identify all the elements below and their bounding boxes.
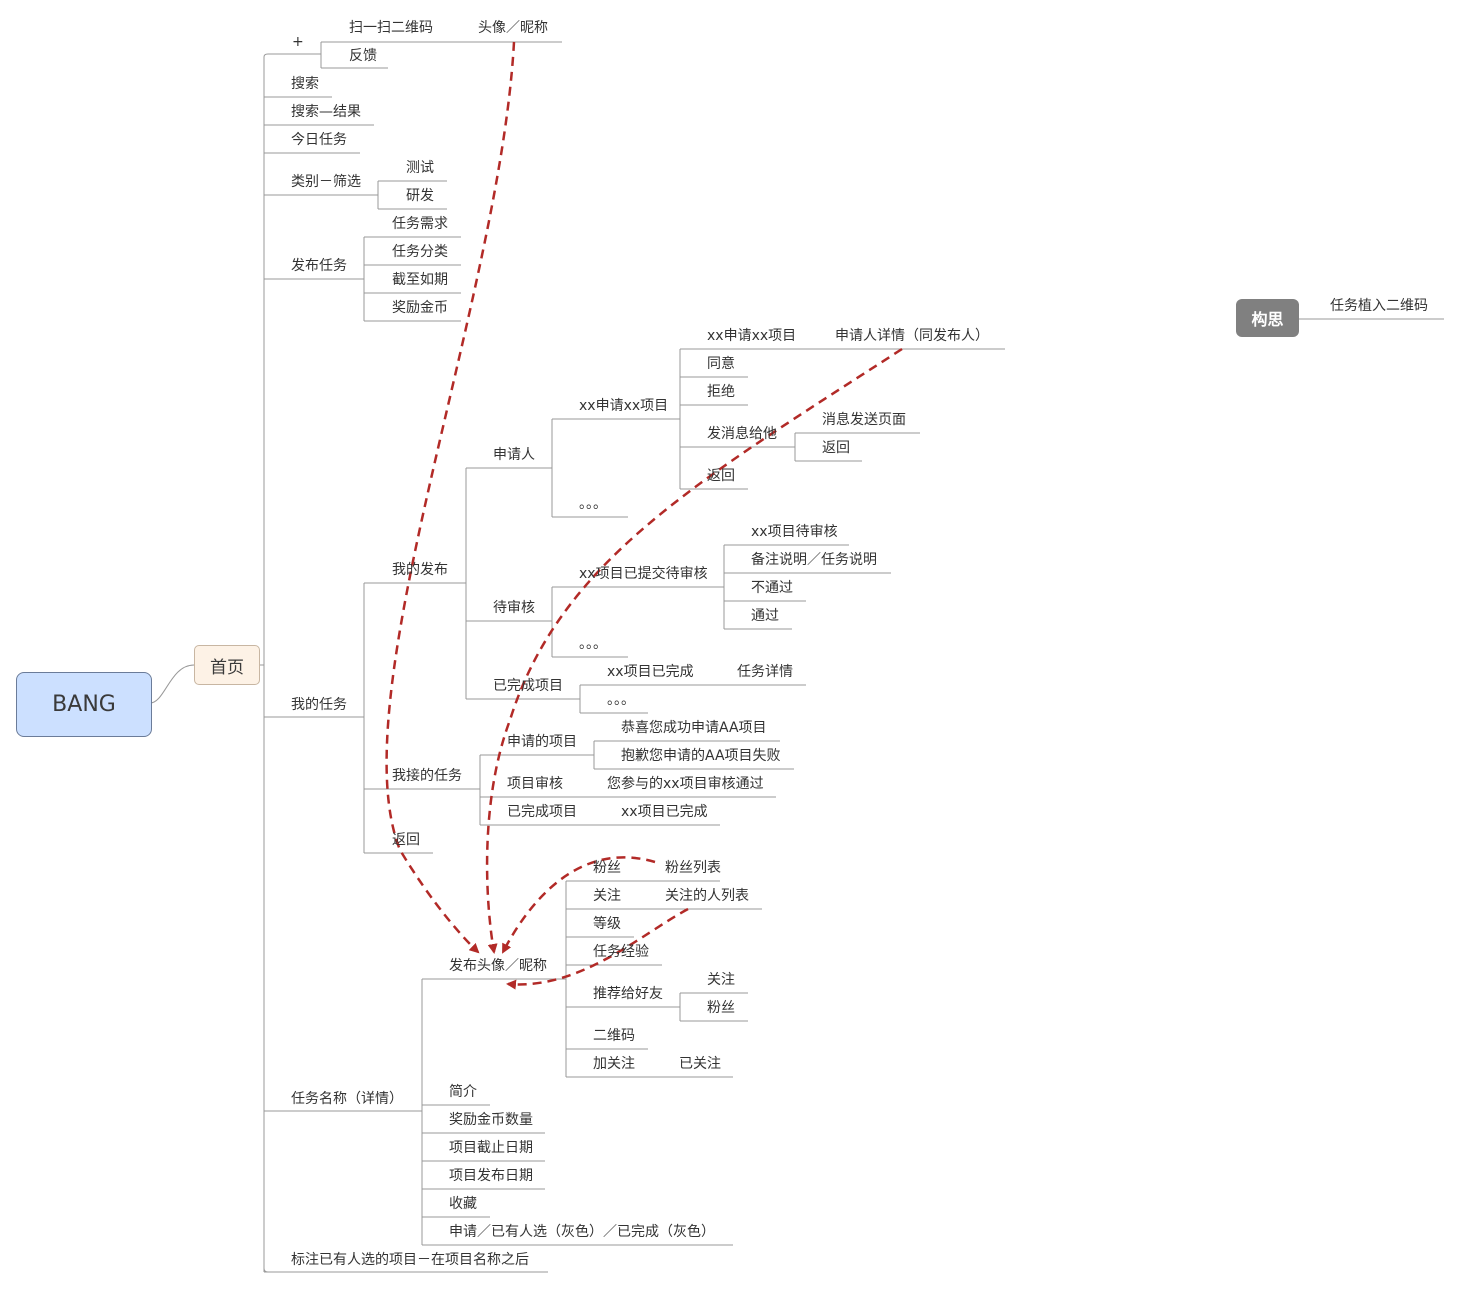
publish-category-node[interactable]: 任务分类 xyxy=(392,244,448,260)
today-tasks-node[interactable]: 今日任务 xyxy=(291,132,347,148)
category-filter-node[interactable]: 类别－筛选 xyxy=(291,174,361,190)
publisher-followed-node[interactable]: 已关注 xyxy=(679,1056,721,1072)
publish-deadline-node[interactable]: 截至如期 xyxy=(392,272,448,288)
pending-submitted-node[interactable]: xx项目已提交待审核 xyxy=(579,566,708,582)
accepted-completed-node[interactable]: 已完成项目 xyxy=(507,804,577,820)
idea-node[interactable]: 构思 xyxy=(1236,299,1299,337)
applicant-apply-item-node[interactable]: xx申请xx项目 xyxy=(579,398,669,414)
applicant-back-node[interactable]: 返回 xyxy=(707,468,735,484)
search-result-node[interactable]: 搜索—结果 xyxy=(291,104,361,120)
detail-apply-status-node[interactable]: 申请／已有人选（灰色）／已完成（灰色） xyxy=(449,1224,715,1240)
applicant-profile-node[interactable]: 申请人详情（同发布人） xyxy=(835,328,989,344)
pending-review-node[interactable]: 待审核 xyxy=(493,600,535,616)
publisher-follow-list-node[interactable]: 关注的人列表 xyxy=(665,888,749,904)
home-node[interactable]: 首页 xyxy=(194,645,260,685)
completed-task-detail-node[interactable]: 任务详情 xyxy=(737,664,793,680)
mark-selected-note-node[interactable]: 标注已有人选的项目－在项目名称之后 xyxy=(291,1252,529,1268)
my-tasks-node[interactable]: 我的任务 xyxy=(291,697,347,713)
publisher-fans-node[interactable]: 粉丝 xyxy=(593,860,621,876)
plus-node[interactable]: + xyxy=(292,34,304,50)
detail-publish-date-node[interactable]: 项目发布日期 xyxy=(449,1168,533,1184)
applied-projects-node[interactable]: 申请的项目 xyxy=(507,734,577,750)
message-send-page-node[interactable]: 消息发送页面 xyxy=(822,412,906,428)
task-detail-node[interactable]: 任务名称（详情） xyxy=(291,1091,403,1107)
publisher-recommend-node[interactable]: 推荐给好友 xyxy=(593,986,663,1002)
message-back-node[interactable]: 返回 xyxy=(822,440,850,456)
publisher-avatar-node[interactable]: 发布头像／昵称 xyxy=(449,958,547,974)
pending-remark-node[interactable]: 备注说明／任务说明 xyxy=(751,552,877,568)
pending-reject-node[interactable]: 不通过 xyxy=(751,580,793,596)
applicant-node[interactable]: 申请人 xyxy=(493,447,535,463)
applicant-message-node[interactable]: 发消息给他 xyxy=(707,426,777,442)
detail-deadline-node[interactable]: 项目截止日期 xyxy=(449,1140,533,1156)
applicant-reject-node[interactable]: 拒绝 xyxy=(707,384,735,400)
accepted-completed-item-node[interactable]: xx项目已完成 xyxy=(621,804,708,820)
detail-intro-node[interactable]: 简介 xyxy=(449,1084,477,1100)
detail-favorite-node[interactable]: 收藏 xyxy=(449,1196,477,1212)
my-publish-node[interactable]: 我的发布 xyxy=(392,562,448,578)
my-tasks-back-node[interactable]: 返回 xyxy=(392,832,420,848)
idea-child-qrcode-task[interactable]: 任务植入二维码 xyxy=(1330,298,1428,314)
applicant-apply-detail-node[interactable]: xx申请xx项目 xyxy=(707,328,797,344)
my-accepted-node[interactable]: 我接的任务 xyxy=(392,768,462,784)
pending-more-node: 。。。 xyxy=(579,636,607,652)
publisher-fans-list-node[interactable]: 粉丝列表 xyxy=(665,860,721,876)
completed-more-node: 。。。 xyxy=(607,692,635,708)
recommend-follow-node[interactable]: 关注 xyxy=(707,972,735,988)
root-node[interactable]: BANG xyxy=(16,672,152,737)
category-dev-node[interactable]: 研发 xyxy=(406,188,434,204)
publisher-exp-node[interactable]: 任务经验 xyxy=(593,944,649,960)
publisher-follow-node[interactable]: 关注 xyxy=(593,888,621,904)
publish-reward-node[interactable]: 奖励金币 xyxy=(392,300,448,316)
feedback-node[interactable]: 反馈 xyxy=(349,48,377,64)
category-test-node[interactable]: 测试 xyxy=(406,160,434,176)
relation-follow-to-publisher xyxy=(506,907,689,990)
applicant-agree-node[interactable]: 同意 xyxy=(707,356,735,372)
applied-fail-node[interactable]: 抱歉您申请的AA项目失败 xyxy=(621,748,781,764)
recommend-fans-node[interactable]: 粉丝 xyxy=(707,1000,735,1016)
completed-projects-node[interactable]: 已完成项目 xyxy=(493,678,563,694)
publisher-level-node[interactable]: 等级 xyxy=(593,916,621,932)
search-node[interactable]: 搜索 xyxy=(291,76,319,92)
publish-requirement-node[interactable]: 任务需求 xyxy=(392,216,448,232)
publish-task-node[interactable]: 发布任务 xyxy=(291,258,347,274)
publisher-add-follow-node[interactable]: 加关注 xyxy=(593,1056,635,1072)
relation-avatar-to-publisher xyxy=(385,41,516,954)
avatar-nickname-node[interactable]: 头像／昵称 xyxy=(478,20,548,36)
review-passed-node[interactable]: 您参与的xx项目审核通过 xyxy=(607,776,764,792)
applied-success-node[interactable]: 恭喜您成功申请AA项目 xyxy=(621,720,767,736)
applicant-more-node: 。。。 xyxy=(579,496,607,512)
pending-item-node[interactable]: xx项目待审核 xyxy=(751,524,838,540)
relation-fans-to-publisher xyxy=(501,856,656,954)
detail-reward-node[interactable]: 奖励金币数量 xyxy=(449,1112,533,1128)
project-review-node[interactable]: 项目审核 xyxy=(507,776,563,792)
scan-qrcode-node[interactable]: 扫一扫二维码 xyxy=(349,20,433,36)
publisher-qrcode-node[interactable]: 二维码 xyxy=(593,1028,635,1044)
relation-applicant-detail-to-publisher xyxy=(485,347,903,954)
completed-item-node[interactable]: xx项目已完成 xyxy=(607,664,694,680)
pending-approve-node[interactable]: 通过 xyxy=(751,608,779,624)
